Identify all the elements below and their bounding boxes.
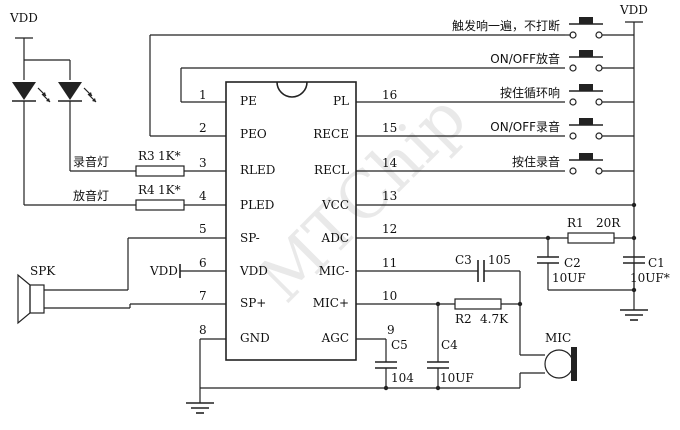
svg-text:C1: C1 [648, 256, 665, 270]
chip-body [225, 81, 357, 361]
speaker-section: SPK VDD [17, 238, 181, 325]
svg-text:MIC: MIC [545, 331, 571, 345]
left-pin-wires [128, 101, 226, 340]
svg-text:C4: C4 [441, 338, 458, 352]
switch-1-label: 触发响一遍，不打断 [452, 18, 560, 33]
pin-7-num: 7 [199, 289, 207, 303]
adc-filter: R1 20R C2 10UF C1 10UF* [537, 216, 670, 321]
pin-13-num: 13 [382, 189, 397, 203]
svg-text:R3: R3 [138, 149, 155, 163]
vdd-left-label: VDD [9, 11, 38, 25]
pin-14-name: RECL [314, 163, 349, 177]
pin-11-name: MIC- [319, 264, 349, 278]
svg-text:R4: R4 [138, 183, 155, 197]
svg-text:10UF: 10UF [552, 271, 586, 285]
pin-10-num: 10 [382, 289, 397, 303]
pin-8-num: 8 [199, 323, 207, 337]
pin-5-num: 5 [199, 222, 207, 236]
pin-1-num: 1 [199, 88, 207, 102]
svg-text:1K*: 1K* [158, 183, 181, 197]
pe-peo-wires [149, 34, 565, 136]
chip-right-pins: PL RECE RECL VCC ADC MIC- MIC+ AGC 16 15… [313, 88, 398, 345]
pin-4-num: 4 [199, 189, 207, 203]
pin-1-name: PE [240, 94, 257, 108]
switch-4[interactable]: ON/OFF录音 [490, 118, 634, 140]
pin-11-num: 11 [382, 256, 397, 270]
svg-text:R2: R2 [455, 312, 472, 326]
rec-led-label: 录音灯 [73, 154, 109, 169]
vdd-right-label: VDD [619, 3, 648, 17]
mic-icon [544, 349, 574, 379]
pin-4-name: PLED [240, 198, 274, 212]
switch-1[interactable]: 触发响一遍，不打断 [452, 17, 634, 39]
ground-rail [186, 339, 520, 414]
svg-text:4.7K: 4.7K [480, 312, 509, 326]
pin-9-num: 9 [387, 323, 395, 337]
pin-6-num: 6 [199, 256, 207, 270]
pin-8-name: GND [240, 331, 270, 345]
pin-15-name: RECE [313, 127, 349, 141]
pin-15-num: 15 [382, 121, 397, 135]
svg-text:1K*: 1K* [158, 149, 181, 163]
pin-3-name: RLED [240, 163, 275, 177]
switch-2[interactable]: ON/OFF放音 [490, 50, 634, 72]
svg-text:C2: C2 [564, 256, 581, 270]
right-pin-wires [356, 101, 634, 340]
pin-2-num: 2 [199, 121, 207, 135]
chip-left-pins: PE PEO RLED PLED SP- VDD SP+ GND 1 2 3 4… [199, 88, 275, 345]
svg-text:10UF: 10UF [440, 371, 474, 385]
speaker-icon [29, 284, 45, 314]
svg-text:SPK: SPK [30, 264, 56, 278]
switch-bank: VDD 触发响一遍，不打断 ON/OFF放音 按住循环响 [452, 3, 648, 290]
switch-2-label: ON/OFF放音 [490, 51, 560, 66]
svg-text:R1: R1 [567, 216, 584, 230]
watermark: MTChip [245, 81, 481, 317]
pin-3-num: 3 [199, 156, 207, 170]
pin-12-num: 12 [382, 222, 397, 236]
vcc-junction [631, 202, 637, 208]
pin-16-num: 16 [382, 88, 397, 102]
svg-text:10UF*: 10UF* [630, 271, 670, 285]
pin-13-name: VCC [321, 198, 349, 212]
svg-text:104: 104 [391, 371, 414, 385]
play-led-label: 放音灯 [73, 188, 109, 203]
pin-2-name: PEO [240, 127, 267, 141]
pin-6-name: VDD [239, 264, 268, 278]
svg-text:105: 105 [488, 253, 511, 267]
pin-5-name: SP- [240, 231, 260, 245]
pin-7-name: SP+ [240, 296, 266, 310]
pin-16-name: PL [333, 94, 349, 108]
svg-text:C5: C5 [391, 338, 408, 352]
resistor-r4: R4 1K* [135, 183, 185, 211]
pin-10-name: MIC+ [313, 296, 349, 310]
switch-3[interactable]: 按住循环响 [500, 84, 634, 106]
switch-5-label: 按住录音 [512, 154, 560, 169]
svg-text:20R: 20R [596, 216, 621, 230]
vdd-pin6-label: VDD [149, 264, 178, 278]
pin-14-num: 14 [382, 156, 398, 170]
pin-9-name: AGC [321, 331, 349, 345]
switch-3-label: 按住循环响 [500, 85, 560, 100]
switch-4-label: ON/OFF录音 [490, 119, 560, 134]
switch-5[interactable]: 按住录音 [512, 153, 634, 175]
pin-12-name: ADC [321, 231, 349, 245]
mic-section: C3 105 R2 4.7K C4 10UF C5 104 MIC [375, 253, 577, 388]
resistor-r3: R3 1K* [135, 149, 185, 177]
svg-text:C3: C3 [455, 253, 472, 267]
led-section: VDD 录音灯 放音灯 [9, 11, 136, 206]
